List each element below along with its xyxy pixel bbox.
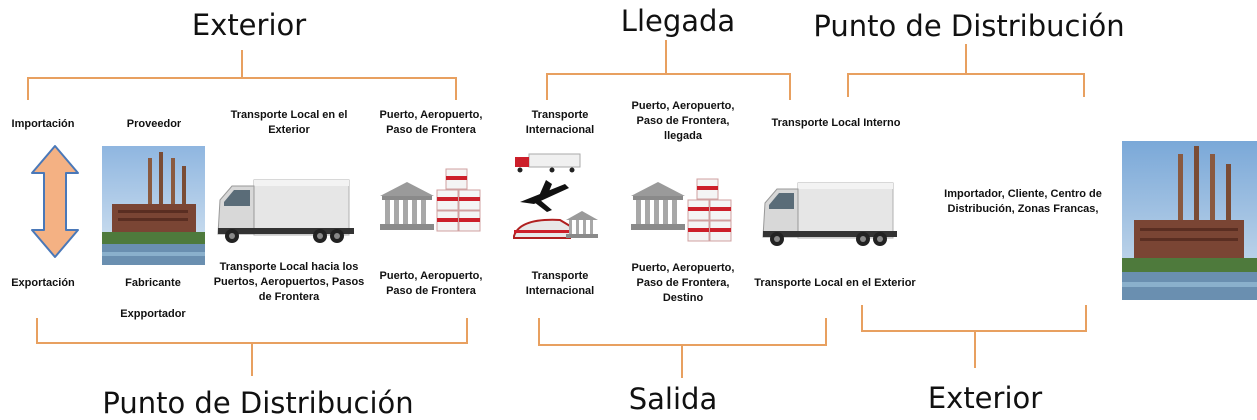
double-arrow-icon [31, 145, 79, 258]
bracket-top-center [546, 40, 791, 100]
truck-icon-right [762, 182, 897, 246]
label-line: Exterior [268, 124, 310, 136]
label-line: Paso de Frontera [386, 285, 476, 297]
factory-image-right [1122, 141, 1257, 300]
bracket-top-right [847, 44, 1085, 97]
bracket-bottom-left [36, 318, 468, 376]
international-transport-icon [513, 153, 598, 239]
label-line: Puerto, Aeropuerto, [379, 270, 483, 282]
label-line: Paso de Frontera, [636, 277, 730, 289]
label-transporte-local-interno: Transporte Local Interno [771, 117, 901, 129]
label-puerto-top: Puerto, Aeropuerto, Paso de Frontera [380, 108, 483, 138]
label-puerto-llegada: Puerto, Aeropuerto, Paso de Frontera, ll… [632, 99, 735, 144]
factory-image-left [102, 146, 205, 265]
label-line: Distribución, Zonas Francas, [947, 203, 1099, 215]
label-importador: Importador, Cliente, Centro de Distribuc… [944, 187, 1102, 217]
label-transporte-internacional-top: Transporte Internacional [526, 108, 594, 138]
port-building-icon-right [631, 182, 685, 230]
title-salida: Salida [628, 382, 718, 416]
title-llegada: Llegada [620, 4, 736, 38]
label-line: Puertos, Aeropuertos, Pasos [213, 276, 365, 288]
label-proveedor: Proveedor [126, 118, 182, 130]
label-transporte-internacional-bottom: Transporte Internacional [526, 269, 594, 299]
label-line: Puerto, Aeropuerto, [631, 262, 735, 274]
label-line: Paso de Frontera, [636, 115, 730, 127]
truck-icon-left [217, 179, 354, 243]
label-line: Transporte Local hacia los [219, 261, 359, 273]
label-transporte-local-puertos: Transporte Local hacia los Puertos, Aero… [214, 260, 365, 305]
label-line: Importador, Cliente, Centro de [944, 188, 1102, 200]
label-line: de Frontera [258, 291, 320, 303]
label-line: Transporte [531, 270, 589, 282]
label-line: Transporte Local en el [230, 109, 348, 121]
title-punto-distribucion-bottom: Punto de Distribución [102, 386, 414, 420]
crates-icon-left [436, 168, 481, 232]
label-puerto-bottom: Puerto, Aeropuerto, Paso de Frontera [380, 269, 483, 299]
label-line: Internacional [525, 124, 595, 136]
label-fabricante: Fabricante [125, 277, 181, 289]
crates-icon-right [687, 178, 732, 242]
label-exportacion: Exportación [11, 277, 75, 289]
label-importacion: Importación [11, 118, 75, 130]
label-transporte-local-exterior-bottom: Transporte Local en el Exterior [754, 277, 916, 289]
label-line: llegada [664, 130, 702, 142]
title-exterior-bottom: Exterior [927, 381, 1043, 415]
port-building-icon-left [380, 182, 434, 230]
title-punto-distribucion-top: Punto de Distribución [813, 9, 1125, 43]
bracket-bottom-right [861, 305, 1087, 368]
bracket-bottom-center [538, 318, 827, 378]
label-transporte-local-exterior-top: Transporte Local en el Exterior [231, 108, 348, 138]
label-line: Internacional [525, 285, 595, 297]
label-line: Transporte [531, 109, 589, 121]
label-line: Puerto, Aeropuerto, [631, 100, 735, 112]
title-exterior-top: Exterior [191, 8, 307, 42]
label-line: Destino [662, 292, 704, 304]
bracket-top-left [27, 50, 457, 100]
label-line: Puerto, Aeropuerto, [379, 109, 483, 121]
label-exportador: Expportador [120, 308, 186, 320]
label-line: Paso de Frontera [386, 124, 476, 136]
label-puerto-destino: Puerto, Aeropuerto, Paso de Frontera, De… [632, 261, 735, 306]
